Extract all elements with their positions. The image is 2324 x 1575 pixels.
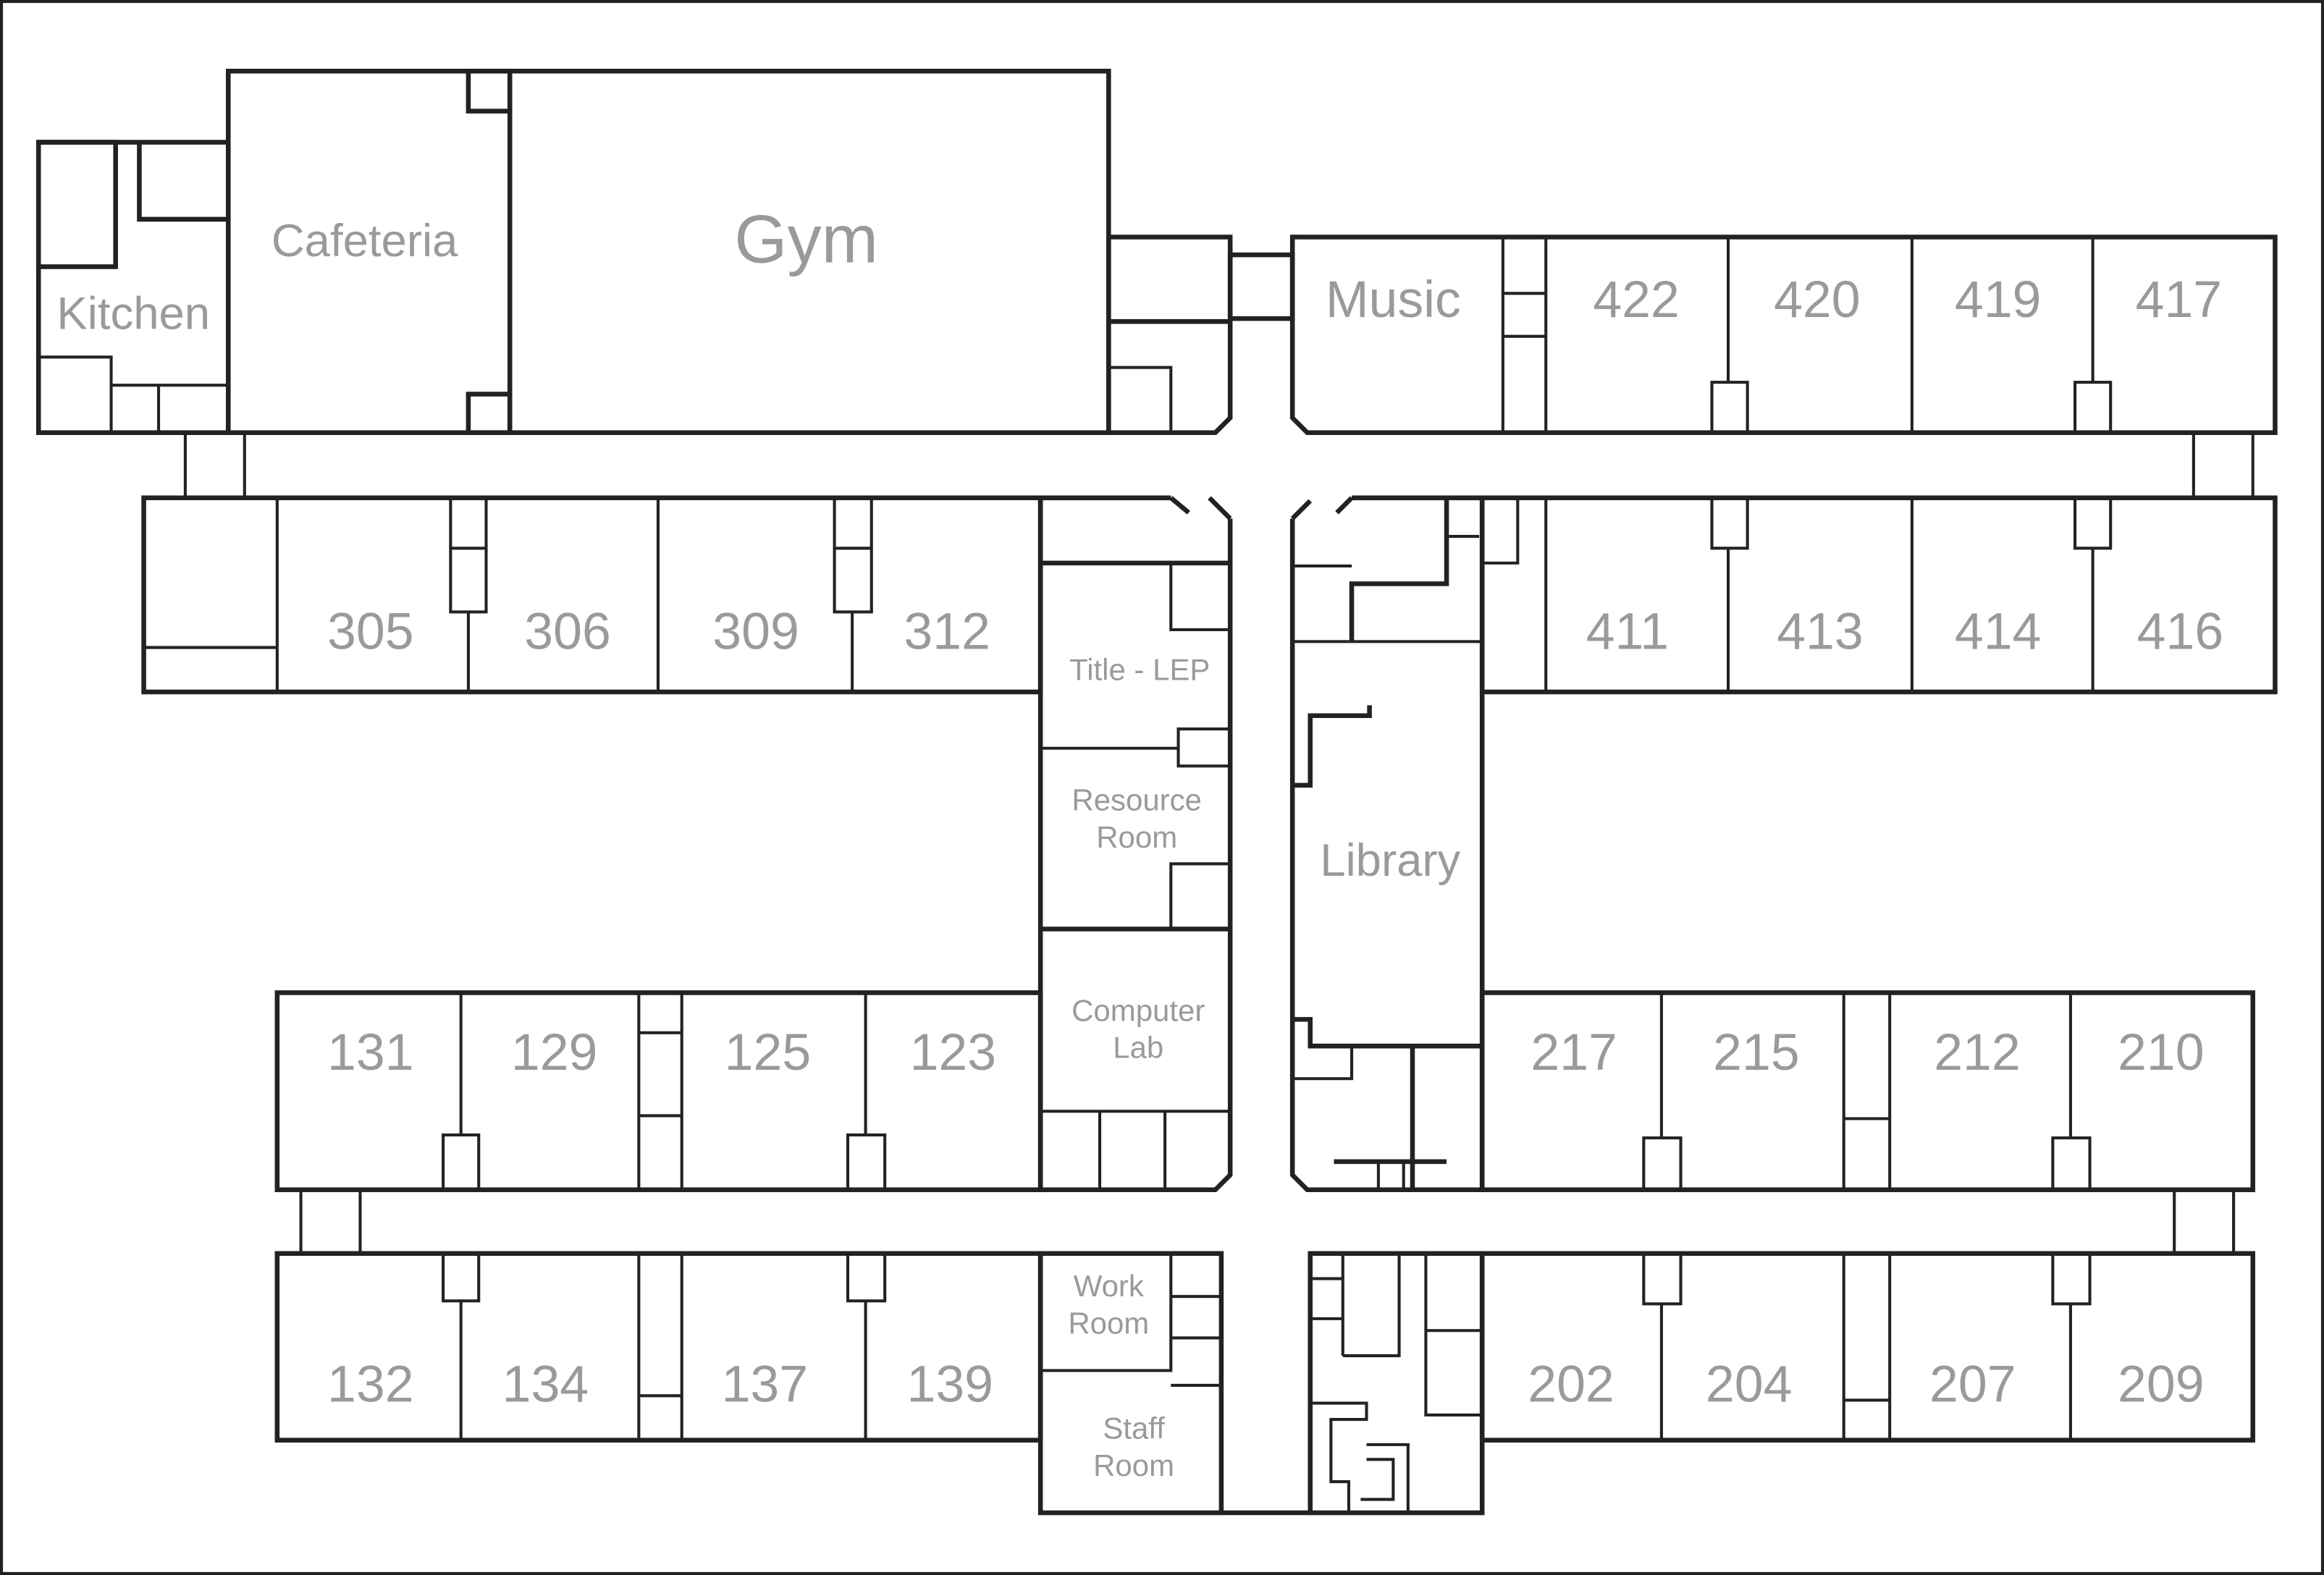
room-label-411: 411	[1586, 603, 1669, 661]
wing-400-south	[1479, 495, 2278, 695]
wing-400-north	[1289, 235, 2278, 436]
room-label-computer-lab: Computer	[1072, 993, 1205, 1027]
room-label-309: 309	[712, 603, 799, 661]
room-label-staff-room: Staff	[1103, 1411, 1165, 1445]
room-label-library: Library	[1320, 835, 1460, 886]
room-label-209: 209	[2118, 1355, 2205, 1413]
room-label-137: 137	[722, 1355, 809, 1413]
room-label-125: 125	[725, 1023, 812, 1081]
room-label-resource-room: Resource	[1072, 783, 1202, 817]
room-label-210: 210	[2118, 1023, 2205, 1081]
room-label-131: 131	[327, 1023, 414, 1081]
room-label-414: 414	[1955, 603, 2042, 661]
room-label-416: 416	[2137, 603, 2224, 661]
room-label-resource-room-2: Room	[1096, 820, 1177, 854]
room-label-217: 217	[1531, 1023, 1617, 1081]
room-label-134: 134	[502, 1355, 589, 1413]
room-label-work-room: Work	[1074, 1269, 1145, 1303]
room-label-306: 306	[524, 603, 611, 661]
room-label-cafeteria: Cafeteria	[271, 216, 458, 266]
room-label-123: 123	[910, 1023, 997, 1081]
center-west-column	[1037, 495, 1233, 1193]
room-label-212: 212	[1934, 1023, 2021, 1081]
wing-300	[141, 495, 1043, 695]
wing-100-south	[274, 1251, 1310, 1516]
room-label-staff-room-2: Room	[1093, 1448, 1174, 1482]
gym-cafeteria-block	[35, 68, 2254, 499]
wing-200-south	[1308, 1251, 2256, 1516]
room-label-132: 132	[327, 1355, 414, 1413]
room-label-title-lep: Title - LEP	[1069, 653, 1210, 687]
room-label-420: 420	[1774, 271, 1861, 329]
room-label-139: 139	[906, 1355, 993, 1413]
room-label-305: 305	[327, 603, 414, 661]
room-label-kitchen: Kitchen	[56, 288, 210, 339]
room-label-215: 215	[1713, 1023, 1800, 1081]
room-label-gym: Gym	[734, 200, 878, 276]
center-east-column	[1289, 495, 1485, 1193]
room-label-422: 422	[1593, 271, 1680, 329]
room-label-204: 204	[1706, 1355, 1793, 1413]
room-label-417: 417	[2136, 271, 2223, 329]
room-label-419: 419	[1955, 271, 2042, 329]
room-label-129: 129	[511, 1023, 598, 1081]
room-label-music: Music	[1326, 271, 1461, 329]
wing-200-north	[1479, 990, 2256, 1255]
room-label-computer-lab-2: Lab	[1113, 1031, 1163, 1065]
room-label-207: 207	[1929, 1355, 2016, 1413]
room-label-work-room-2: Room	[1068, 1306, 1149, 1340]
room-labels: Kitchen Cafeteria Gym Music 422 420 419 …	[56, 200, 2223, 1482]
room-label-312: 312	[904, 603, 990, 661]
room-label-413: 413	[1777, 603, 1864, 661]
room-label-202: 202	[1528, 1355, 1614, 1413]
